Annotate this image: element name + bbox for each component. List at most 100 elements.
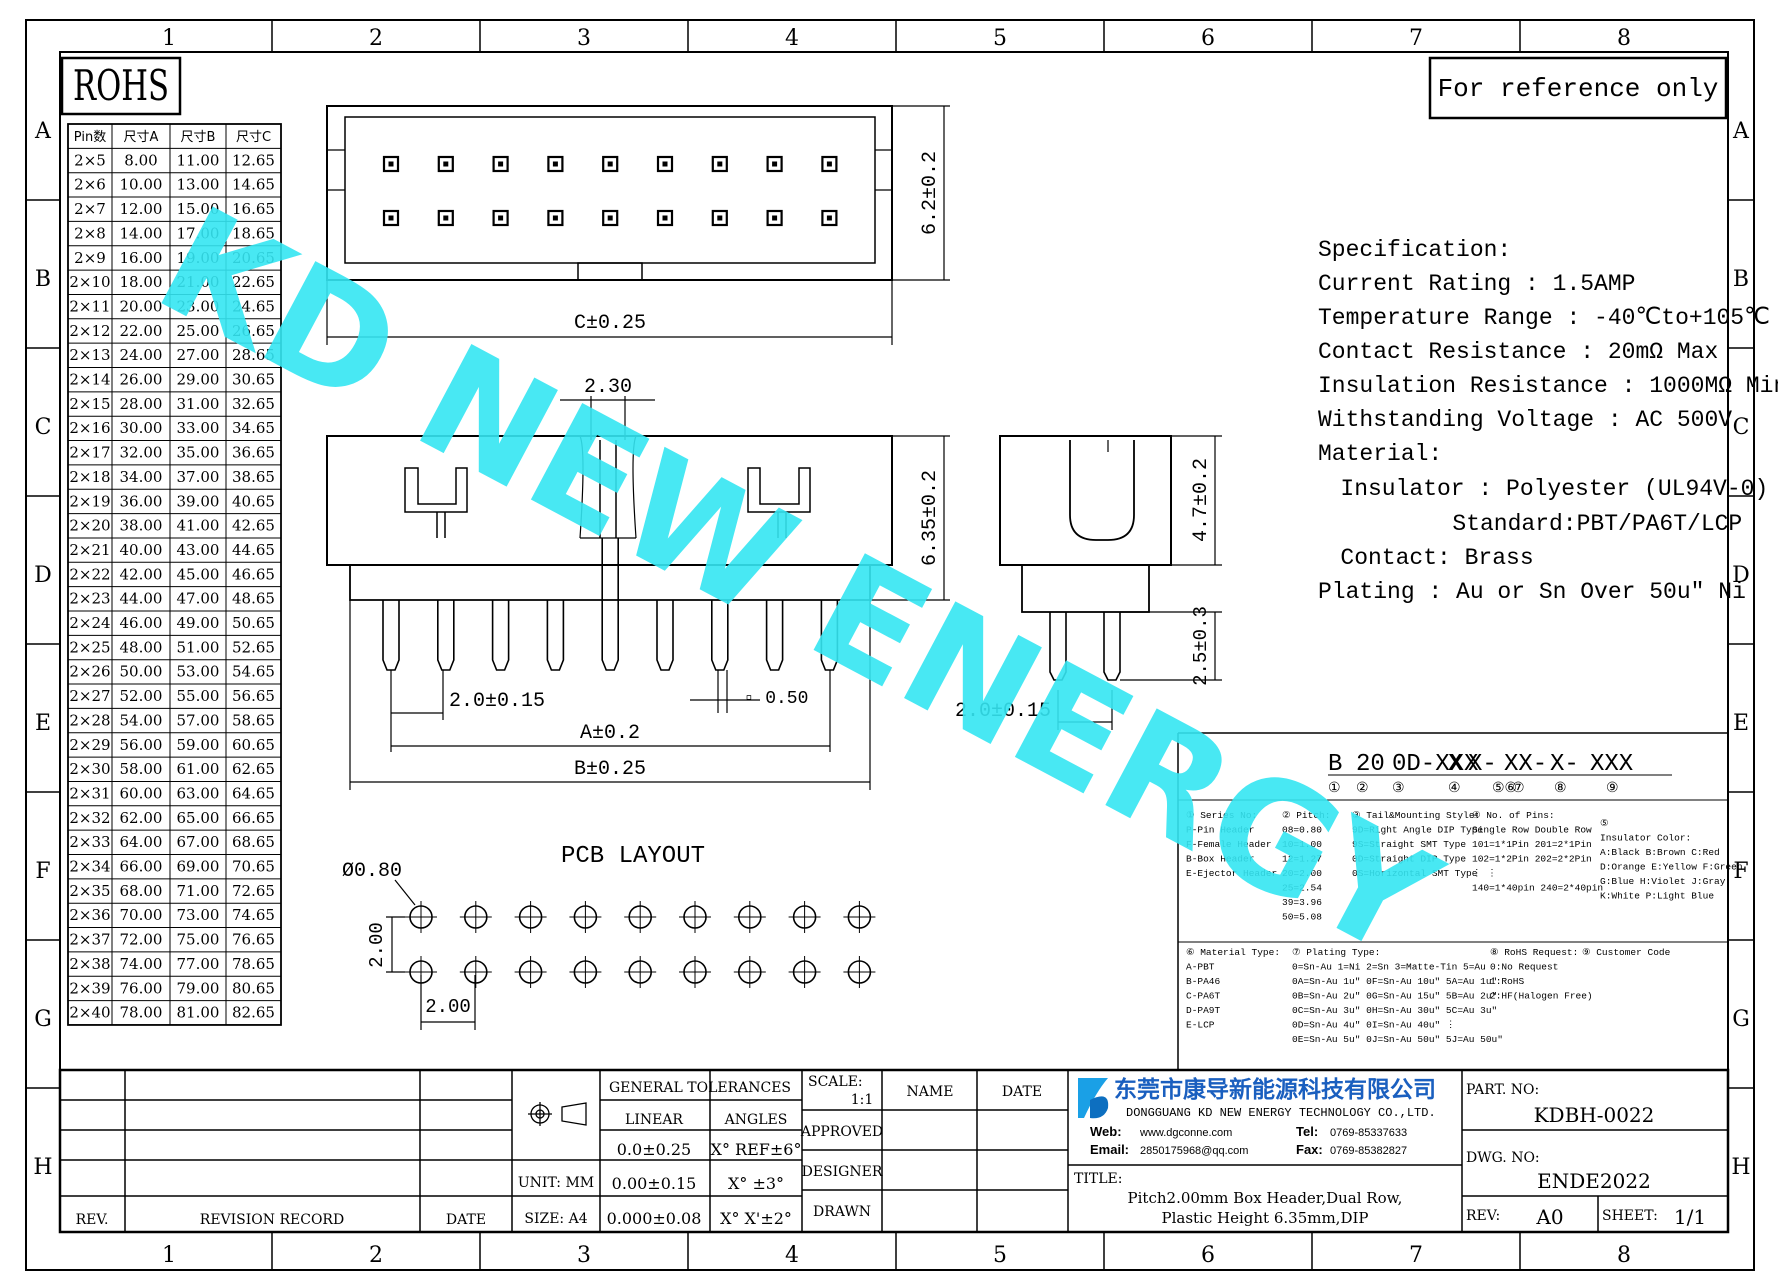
table-cell: 77.00 [177, 955, 220, 973]
table-cell: 48.65 [232, 590, 275, 608]
table-cell: 75.00 [177, 931, 220, 949]
table-cell: 65.00 [177, 809, 220, 827]
table-cell: 60.65 [232, 736, 275, 754]
pin-leg [491, 600, 510, 671]
table-cell: 22.00 [120, 322, 163, 340]
unit-label: UNIT: MM [518, 1175, 594, 1191]
legend-line: E-LCP [1186, 1020, 1215, 1031]
table-cell: 79.00 [177, 979, 220, 997]
pin-leg [546, 600, 565, 671]
table-cell: 64.00 [120, 833, 163, 851]
frame-ticks [26, 20, 1754, 1270]
pin-square [821, 155, 838, 173]
table-cell: 2×26 [69, 663, 110, 681]
pin-square [492, 209, 509, 227]
code-part: 20 [1356, 751, 1385, 778]
approved-label: APPROVED [800, 1124, 883, 1140]
table-cell: 40.65 [232, 492, 275, 510]
table-cell: 69.00 [177, 858, 220, 876]
pin-core [772, 215, 778, 221]
rev-no: A0 [1535, 1205, 1563, 1229]
pin-leg [382, 600, 400, 671]
table-cell: 58.00 [120, 760, 163, 778]
pin-core [607, 161, 613, 167]
table-cell: 2×23 [69, 590, 110, 608]
row-label: C [1733, 415, 1750, 440]
table-cell: 2×31 [69, 784, 110, 802]
side-dimensions [1057, 435, 1222, 730]
table-cell: 78.00 [120, 1004, 163, 1022]
legend-line: A:Black B:Brown C:Red [1600, 847, 1720, 858]
legend-line: P-Pin Header [1186, 825, 1254, 836]
table-cell: 18.00 [120, 273, 163, 291]
code-mark: ③ [1392, 781, 1405, 797]
title-block-text: REV. REVISION RECORD DATE GENERAL TOLERA… [76, 1074, 1043, 1228]
table-cell: 2×15 [69, 395, 110, 413]
table-cell: 67.00 [177, 833, 220, 851]
legend-line: 101=1*1Pin 201=2*1Pin [1472, 839, 1592, 850]
pcb-pitch-h: 2.00 [425, 996, 471, 1018]
table-cell: 17.00 [177, 224, 220, 242]
spec-line: Current Rating : 1.5AMP [1318, 271, 1635, 297]
table-cell: 32.00 [120, 444, 163, 462]
top-view [326, 105, 893, 281]
legend-line: ⑨ Customer Code [1582, 947, 1671, 958]
pin-leg [656, 600, 674, 671]
table-cell: 13.00 [177, 176, 220, 194]
column-label: 2 [369, 1243, 383, 1268]
table-cell: 30.00 [120, 419, 163, 437]
table-border [67, 123, 282, 1026]
table-header: Pin数 [74, 130, 106, 145]
table-cell: 16.65 [232, 200, 275, 218]
table-cell: 36.65 [232, 444, 275, 462]
pin-core [717, 161, 723, 167]
dwg-no: ENDE2022 [1537, 1169, 1651, 1193]
pin-leg [601, 538, 619, 671]
spec-line: Withstanding Voltage : AC 500V [1318, 407, 1732, 433]
legend-line: 20=2.00 [1282, 868, 1322, 879]
pcb-title: PCB LAYOUT [561, 843, 705, 870]
legend-line: ④ No. of Pins: [1472, 810, 1555, 821]
sheet-no: 1/1 [1674, 1205, 1706, 1229]
side-view [999, 435, 1172, 613]
pin-core [443, 215, 449, 221]
part-no: KDBH-0022 [1534, 1103, 1655, 1127]
code-mark: ① [1328, 781, 1341, 797]
pin-core [388, 161, 394, 167]
table-cell: 2×25 [69, 638, 110, 656]
company-logo [1078, 1078, 1109, 1119]
spec-line: Contact: Brass [1340, 545, 1533, 571]
table-cell: 2×27 [69, 687, 110, 705]
table-cell: 14.65 [232, 176, 275, 194]
code-mark: ⑦ [1512, 781, 1525, 797]
table-cell: 10.00 [120, 176, 163, 194]
code-part: X- [1468, 751, 1497, 778]
table-cell: 82.65 [232, 1004, 275, 1022]
table-cell: 45.00 [177, 565, 220, 583]
table-cell: 2×36 [69, 906, 110, 924]
table-cell: 52.00 [120, 687, 163, 705]
legend-line: 2:HF(Halogen Free) [1490, 991, 1593, 1002]
table-cell: 76.65 [232, 931, 275, 949]
table-cell: 46.00 [120, 614, 163, 632]
legend-line: 50=5.08 [1282, 912, 1322, 923]
table-cell: 51.00 [177, 638, 220, 656]
revision-record-label: REVISION RECORD [200, 1212, 344, 1228]
dim-a: A±0.2 [580, 722, 640, 745]
tolerance-2: 0.00±0.15 [612, 1174, 697, 1193]
table-cell: 57.00 [177, 711, 220, 729]
table-cell: 29.00 [177, 371, 220, 389]
spec-line: Plating : Au or Sn Over 50u" Ni [1318, 579, 1746, 605]
legend-line: ⑥ Material Type: [1186, 947, 1280, 958]
legend-line: B-Box Header [1186, 854, 1254, 865]
legend-line: C-PA6T [1186, 991, 1221, 1002]
legend-line: 39=3.96 [1282, 897, 1322, 908]
table-cell: 2×19 [69, 492, 110, 510]
code-mark: ⑤⑥ [1492, 781, 1517, 797]
table-cell: 16.00 [120, 249, 163, 267]
table-cell: 32.65 [232, 395, 275, 413]
column-label: 6 [1201, 26, 1215, 51]
pin-core [772, 161, 778, 167]
reference-note: For reference only [1438, 74, 1719, 104]
